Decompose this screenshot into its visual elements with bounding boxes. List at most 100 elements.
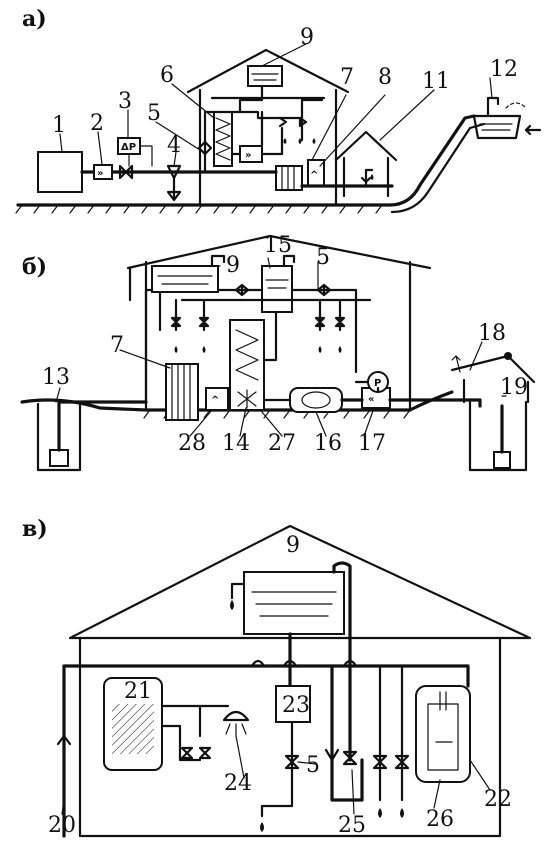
taps-v [372,664,410,802]
valves-b [170,283,346,328]
tank-water-9b [157,275,213,285]
pipes-b [128,266,372,404]
drop-23 [260,822,264,832]
callout-b-15: 15 [264,233,292,258]
tank-9v [243,571,345,635]
section-v: в) [22,516,532,838]
hill-a [390,122,486,214]
callout-b-18: 18 [478,321,506,346]
valve-25 [342,750,358,766]
well-19 [468,400,528,472]
pressure-switch-line [128,145,153,167]
callout-b-14: 14 [222,431,250,456]
attic-tank-water-a [251,73,279,81]
callout-b-9: 9 [226,253,240,278]
tank-inlet-9b [210,254,226,268]
callout-b-16: 16 [314,431,342,456]
callout-v-21: 21 [124,679,152,704]
boiler-symbol-28: ^ [211,395,219,406]
pump-chevrons-17: « [368,394,374,405]
outbuilding-tap [360,168,374,188]
well-pump-19 [493,451,511,469]
inlet-arrow-20 [56,734,72,762]
leaders-b [55,257,507,437]
pump-rotor-16 [301,391,331,409]
radiator-7b [165,363,199,421]
radiator-fins-7b [171,363,191,421]
radiator-7a [275,165,303,191]
ground-b [20,390,454,412]
heater-26 [415,685,471,783]
valve-5a [197,140,213,156]
shower-spray-24 [225,723,247,737]
ground-line-a [16,114,476,207]
pump-chevrons-a: » [97,168,103,179]
unit-23 [275,685,311,723]
ground-hatch-a [15,204,383,214]
house-roof-b [126,234,432,270]
drops-v [378,808,404,818]
reservoir-12 [472,114,522,140]
house-pump-chevrons-a: » [245,150,251,161]
callout-a-1: 1 [52,113,66,138]
callout-b-28: 28 [178,431,206,456]
callout-v-26: 26 [426,807,454,832]
shower-head-24 [198,704,250,722]
outbuilding-vent [451,355,461,373]
reservoir-arrow [524,124,542,136]
callout-v-25: 25 [338,813,366,838]
section-label-a: а) [22,6,47,32]
tank-drip-pipe [230,582,246,600]
boiler-28 [205,387,229,411]
leaders-a [59,43,493,167]
check-valve-4b [166,190,182,202]
tank-drop-9v [230,600,234,610]
callout-a-5: 5 [147,101,161,126]
callout-b-13: 13 [42,365,70,390]
outbuilding-roof-node [504,352,512,360]
callout-a-8: 8 [378,65,392,90]
tank-water-15 [265,279,289,289]
section-a: а) » ΔP » [15,6,542,214]
manometer-stem [354,380,380,394]
outbuilding-drop [370,174,374,180]
callout-v-20: 20 [48,813,76,838]
drain-arrow-25 [324,748,340,762]
pressure-switch-symbol: ΔP [121,142,136,153]
callout-b-7: 7 [110,333,124,358]
valve-a-t1 [278,116,308,128]
tank-water-9v [251,591,337,617]
heater-coil-14 [235,329,259,381]
leaders-v [61,735,491,815]
tank-inlet-9v [332,561,352,762]
callout-b-17: 17 [358,431,386,456]
section-label-v: в) [22,516,48,542]
heater-26-inner [427,703,459,771]
callout-a-3: 3 [118,89,132,114]
callout-b-27: 27 [268,431,296,456]
drops-a [283,138,316,144]
pipe-23 [260,720,300,818]
house-roof-v [68,524,532,640]
well-pump-13 [49,449,69,467]
reservoir-inlet-12 [486,96,500,118]
pump-box-a [93,164,113,180]
callout-a-2: 2 [90,111,104,136]
manometer-symbol: P [374,378,381,389]
callout-a-7: 7 [340,65,354,90]
reservoir-overflow [505,102,527,109]
tank-inlet-15 [282,254,296,268]
pipe-to-outbuilding [203,170,394,188]
house-roof-a [186,48,350,94]
valve-3 [118,164,134,180]
water-source-box [37,151,83,193]
boiler-symbol-8: ^ [310,170,318,181]
section-label-b: б) [22,254,47,280]
heater-21-inner [112,704,154,754]
callout-v-5: 5 [306,753,320,778]
outbuilding-a [334,130,398,198]
callout-a-6: 6 [160,63,174,88]
pipe-jumps-v [250,659,358,668]
drain-25 [330,664,364,802]
